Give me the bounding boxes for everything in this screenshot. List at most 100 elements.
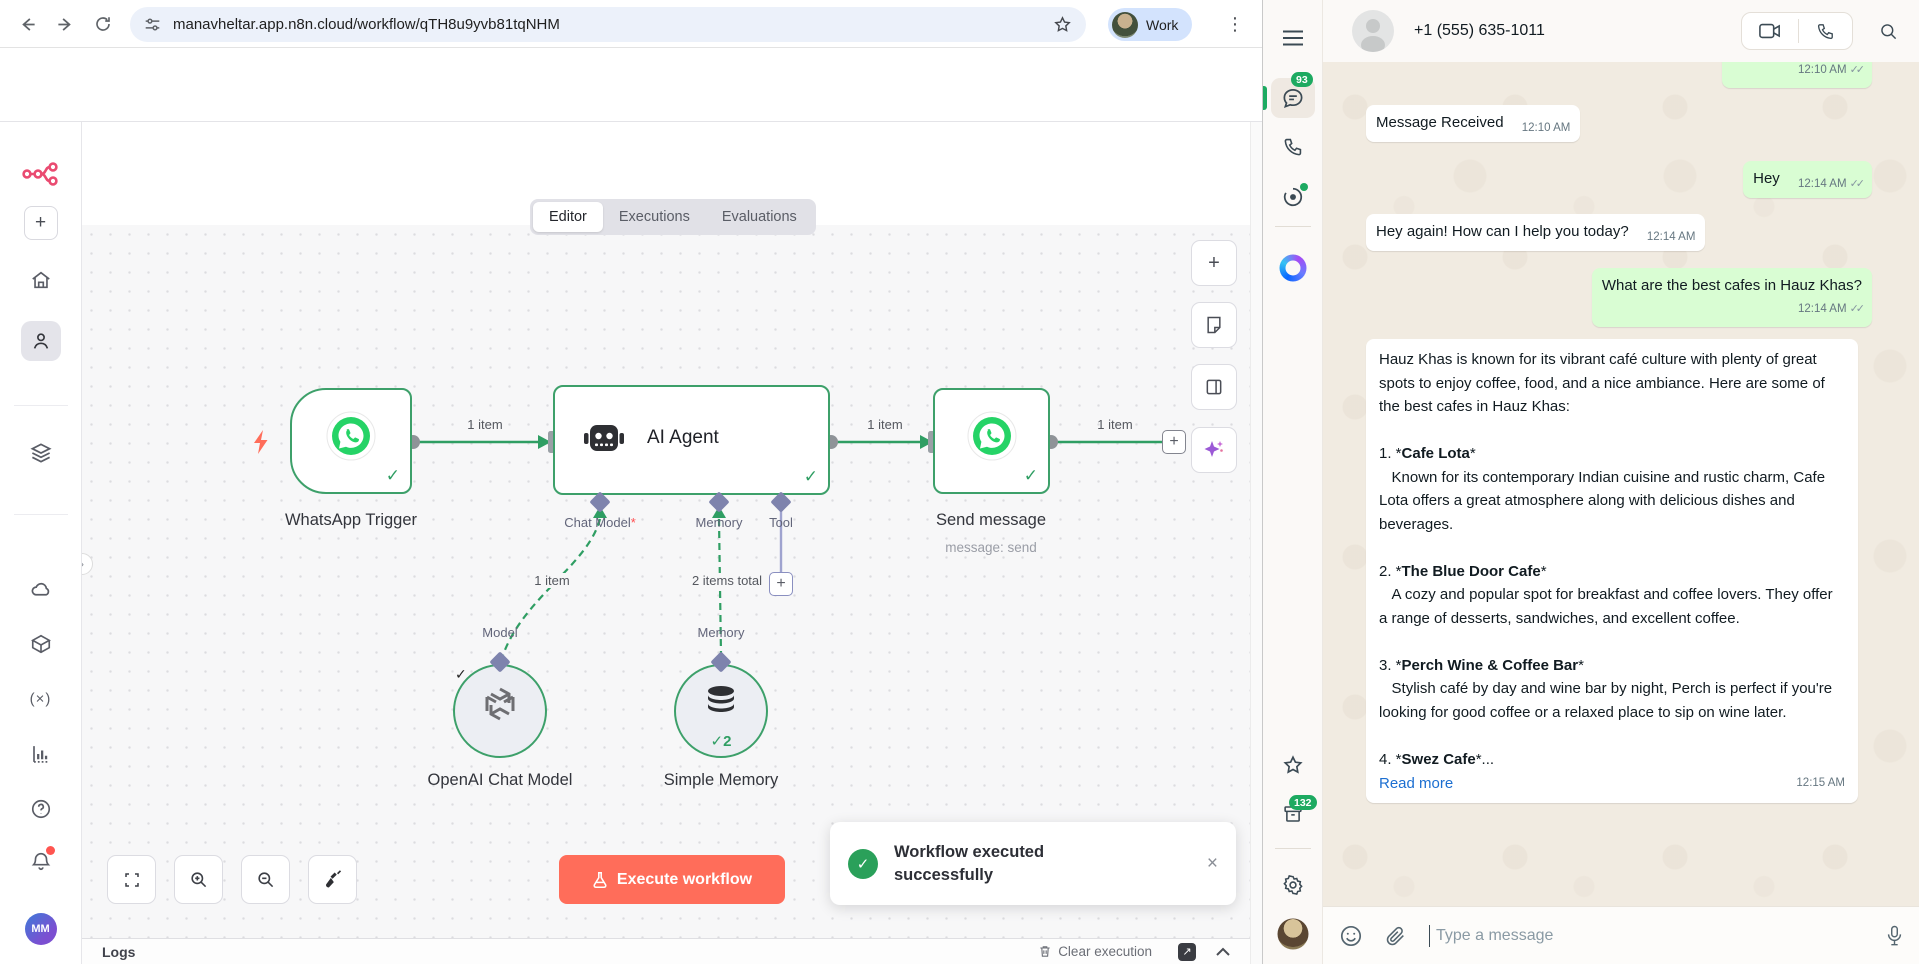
tidy-up-button[interactable] [308,855,357,904]
long-message-segment: * Known for its contemporary Indian cuis… [1379,445,1826,580]
long-message-segment: * Stylish café by day and wine bar by ni… [1379,656,1833,768]
chats-badge: 93 [1291,72,1313,87]
toast-close-icon[interactable]: × [1206,852,1218,874]
logs-title[interactable]: Logs [102,943,136,960]
toast-title: Workflow executed successfully [894,842,1045,884]
required-asterisk: * [630,515,636,530]
panel-layout-button[interactable] [1191,364,1237,410]
sticky-note-button[interactable] [1191,302,1237,348]
node-send-message[interactable] [933,388,1050,494]
trigger-pin-icon[interactable] [250,429,274,455]
execute-label: Execute workflow [616,870,753,888]
tab-evaluations[interactable]: Evaluations [721,209,797,225]
message-bubble-out[interactable]: What are the best cafes in Hauz Khas? 12… [1591,268,1872,327]
clear-execution-button[interactable]: Clear execution [1038,944,1152,959]
message-bubble-in[interactable]: Message Received 12:10 AM [1366,105,1581,142]
message-bubble-partial[interactable]: 12:10 AM✓✓ [1722,62,1872,88]
emoji-icon[interactable] [1339,924,1363,948]
robot-icon [581,419,627,461]
ai-assistant-button[interactable] [1191,427,1237,473]
voice-call-icon[interactable] [1799,22,1852,41]
browser-menu-icon[interactable]: ⋮ [1226,13,1244,34]
back-icon[interactable] [14,11,40,37]
forward-icon[interactable] [52,11,78,37]
node-openai-chat-model[interactable] [453,664,547,758]
open-logs-panel-icon[interactable]: ↗ [1178,942,1196,961]
add-tool-endpoint[interactable] [769,572,793,596]
tab-executions[interactable]: Executions [618,209,690,225]
profile-avatar [1112,11,1138,38]
message-input[interactable]: Type a message [1436,926,1554,944]
read-more-link[interactable]: Read more [1379,775,1454,792]
edge-label: 1 item [1097,417,1133,432]
message-text: Hey again! How can I help you today? [1376,223,1629,240]
node-simple-memory[interactable]: 2 [674,664,768,758]
calls-icon[interactable] [1282,137,1303,158]
add-workflow-button[interactable]: + [23,206,58,240]
canvas-add-node-button[interactable]: + [1191,240,1237,286]
divider [14,405,68,406]
message-bubble-out[interactable]: Hey 12:14 AM✓✓ [1743,161,1872,198]
address-bar[interactable]: manavheltar.app.n8n.cloud/workflow/qTH8u… [130,7,1086,42]
site-settings-icon[interactable] [144,16,161,33]
status-icon[interactable] [1282,183,1308,208]
execute-workflow-button[interactable]: Execute workflow [559,855,785,904]
search-icon[interactable] [1879,22,1898,41]
add-node-endpoint[interactable] [1162,430,1186,454]
call-buttons-group [1741,12,1853,50]
message-bubble-long[interactable]: Hauz Khas is known for its vibrant café … [1366,339,1858,803]
n8n-logo[interactable] [21,162,61,186]
long-message-segment: *... [1475,750,1495,768]
toast-check-icon: ✓ [848,848,878,879]
long-message-text: Hauz Khas is known for its vibrant café … [1379,348,1845,771]
message-time: 12:14 AM [1646,231,1696,243]
chat-header[interactable]: +1 (555) 635-1011 [1323,0,1919,62]
whatsapp-profile-avatar[interactable] [1277,918,1308,950]
chat-messages[interactable]: 12:10 AM✓✓ Message Received 12:10 AM Hey… [1323,62,1919,906]
zoom-in-button[interactable] [174,855,223,904]
node-label-trigger: WhatsApp Trigger [284,511,418,529]
user-avatar-mm[interactable]: MM [24,913,57,945]
help-icon[interactable] [30,798,52,820]
node-whatsapp-trigger[interactable] [290,388,412,494]
packages-icon[interactable] [30,633,52,655]
message-bubble-in[interactable]: Hey again! How can I help you today? 12:… [1366,214,1706,251]
notifications-bell-icon[interactable] [30,846,55,872]
bookmark-star-icon[interactable] [1053,15,1072,34]
variables-icon[interactable]: (×) [29,690,52,708]
video-call-icon[interactable] [1742,23,1798,39]
chats-icon[interactable] [1281,87,1304,110]
logs-bar[interactable]: Logs Clear execution ↗ [82,938,1250,964]
mic-icon[interactable] [1885,924,1904,948]
contact-phone[interactable]: +1 (555) 635-1011 [1414,22,1545,39]
divider [1275,848,1311,849]
starred-icon[interactable] [1282,754,1304,776]
edge-label: 1 item [530,573,574,588]
zoom-out-button[interactable] [241,855,290,904]
insights-icon[interactable] [30,744,51,765]
run-count: 2 [711,732,732,750]
meta-ai-icon[interactable] [1279,254,1306,282]
whatsapp-icon [325,410,377,462]
success-check-icon [804,467,818,487]
node-label-send: Send message [935,511,1047,529]
tab-editor[interactable]: Editor [533,202,603,232]
divider [1798,19,1799,43]
node-ai-agent[interactable]: AI Agent [553,385,830,495]
browser-scrollbar[interactable] [1250,122,1262,964]
browser-profile-chip[interactable]: Work [1108,8,1193,41]
collapse-chevron-icon[interactable] [1216,947,1230,957]
templates-icon[interactable] [29,442,52,465]
attach-icon[interactable] [1385,925,1407,947]
menu-icon[interactable] [1282,30,1304,46]
workflow-canvas[interactable]: WhatsApp Trigger AI Agent Chat Model* Me… [82,225,1262,938]
contact-avatar[interactable] [1352,10,1394,52]
active-indicator [1263,86,1267,110]
sidebar-item-personal[interactable] [20,321,61,361]
reload-icon[interactable] [90,11,116,37]
zoom-to-fit-button[interactable] [107,855,156,904]
settings-gear-icon[interactable] [1282,874,1304,896]
cloud-admin-icon[interactable] [29,578,52,601]
home-icon[interactable] [30,269,52,291]
success-check-icon [455,666,467,682]
